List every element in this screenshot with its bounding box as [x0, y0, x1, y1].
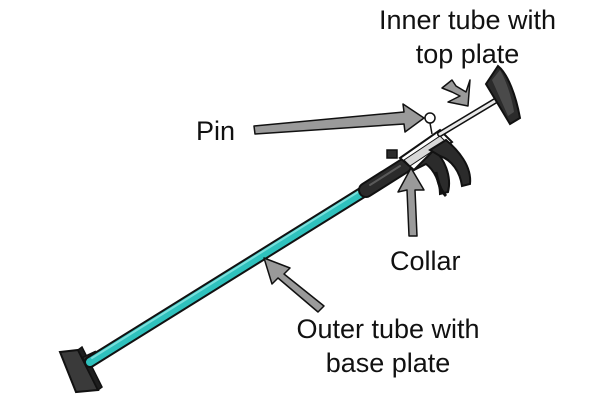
arrow-collar [397, 167, 425, 237]
label-outer-tube-line2: base plate [325, 348, 451, 378]
outer-tube [84, 178, 382, 368]
arrow-pin [253, 103, 425, 135]
label-inner-tube-line2: top plate [415, 39, 520, 69]
arrow-outer-tube [263, 257, 325, 313]
label-outer-tube-line1: Outer tube with [296, 314, 480, 344]
top-plate [484, 64, 522, 126]
label-pin: Pin [196, 116, 236, 146]
pin [424, 112, 436, 135]
clamp-handle [386, 128, 472, 198]
arrow-inner-tube [441, 79, 471, 107]
label-collar: Collar [390, 246, 461, 276]
collar [358, 158, 412, 198]
label-inner-tube-line1: Inner tube with [378, 5, 557, 35]
label-inner-tube: Inner tube with top plate [360, 3, 575, 71]
label-outer-tube: Outer tube with base plate [278, 312, 498, 380]
inner-tube [437, 95, 503, 137]
